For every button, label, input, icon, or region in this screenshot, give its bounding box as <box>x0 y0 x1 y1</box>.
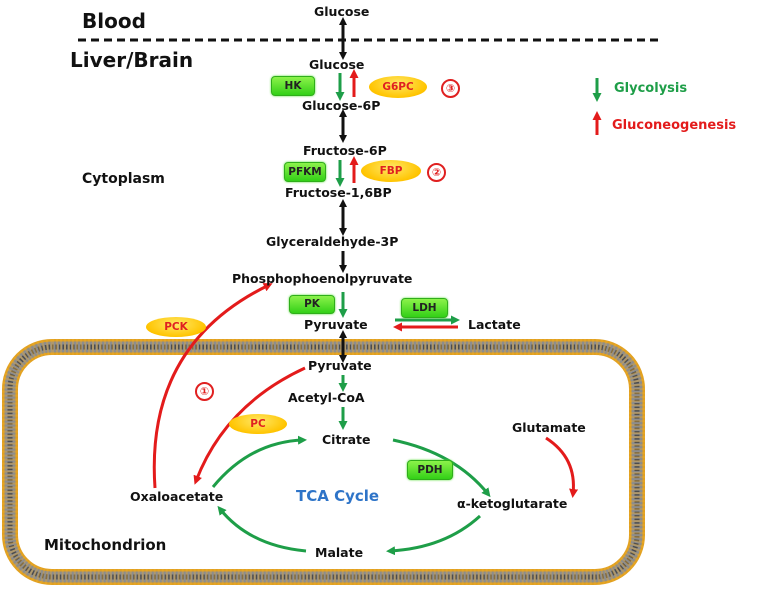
metabolite-glutamate: Glutamate <box>512 420 586 435</box>
tca-cycle-label: TCA Cycle <box>296 487 380 505</box>
metabolite-malate: Malate <box>315 545 364 560</box>
enzyme-ldh: LDH <box>401 298 448 318</box>
step-marker-2: ② <box>427 163 446 182</box>
step-marker-1: ① <box>195 382 214 401</box>
enzyme-g6pc: G6PC <box>369 76 427 98</box>
metabolite-phosphoenolpyruvate: Phosphophoenolpyruvate <box>232 271 413 286</box>
metabolite-pyruvate-mitochondrion: Pyruvate <box>308 358 372 373</box>
legend-label-gluconeogenesis: Gluconeogenesis <box>612 118 737 133</box>
mitochondrial-membrane <box>2 339 645 585</box>
metabolite-oxaloacetate: Oxaloacetate <box>130 489 224 504</box>
enzyme-pk: PK <box>289 295 335 314</box>
metabolite-acetyl-coa: Acetyl-CoA <box>288 390 365 405</box>
arrow-malate-to-oxaloacetate <box>217 505 307 553</box>
arrow-akg-to-malate <box>386 514 482 556</box>
enzyme-pck: PCK <box>146 317 206 337</box>
metabolite-lactate: Lactate <box>468 317 521 332</box>
legend-label-glycolysis: Glycolysis <box>614 81 688 96</box>
enzyme-pc: PC <box>229 414 287 434</box>
metabolite-fructose-6p: Fructose-6P <box>303 143 387 158</box>
metabolite-glyceraldehyde-3p: Glyceraldehyde-3P <box>266 234 399 249</box>
arrow-oxaloacetate-to-citrate <box>211 435 307 488</box>
metabolite-alpha-ketoglutarate: α-ketoglutarate <box>457 496 568 511</box>
metabolite-fructose-16bp: Fructose-1,6BP <box>285 185 392 200</box>
enzyme-fbp: FBP <box>361 160 421 182</box>
metabolite-glucose-blood: Glucose <box>314 4 370 19</box>
metabolite-citrate: Citrate <box>322 432 371 447</box>
enzyme-pdh: PDH <box>407 460 453 480</box>
enzyme-hk: HK <box>271 76 315 96</box>
region-label-liver-brain: Liver/Brain <box>70 48 194 72</box>
metabolite-glucose-6p: Glucose-6P <box>302 98 381 113</box>
region-label-cytoplasm: Cytoplasm <box>82 171 165 187</box>
arrow-pyruvate-to-oxaloacetate <box>193 366 306 485</box>
metabolite-glucose: Glucose <box>309 57 365 72</box>
arrow-oxaloacetate-to-pep <box>152 283 273 489</box>
arrow-glutamate-to-akg <box>545 436 579 498</box>
region-label-blood: Blood <box>82 9 146 33</box>
enzyme-pfkm: PFKM <box>284 162 326 182</box>
region-label-mitochondrion: Mitochondrion <box>44 536 167 554</box>
step-marker-3: ③ <box>441 79 460 98</box>
metabolite-pyruvate-cytoplasm: Pyruvate <box>304 317 368 332</box>
